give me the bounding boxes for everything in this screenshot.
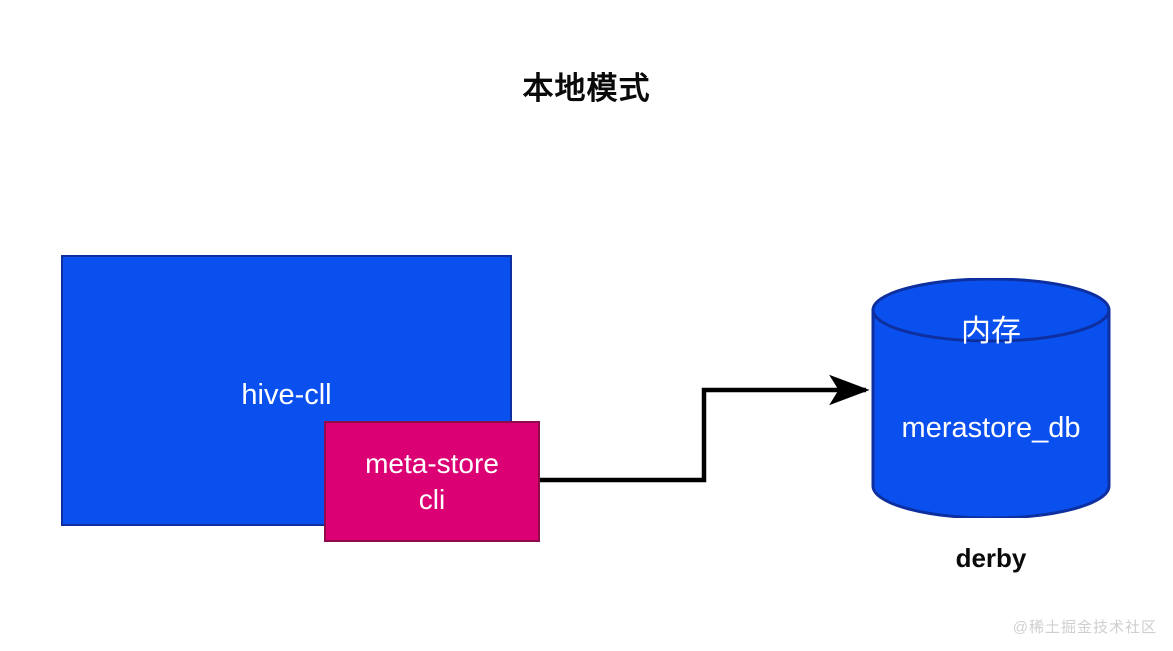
diagram-title: 本地模式 xyxy=(522,71,651,106)
cylinder-top xyxy=(871,278,1111,343)
hive-client-label: hive-cll xyxy=(241,379,332,411)
metastore-label-line1: meta-store xyxy=(365,447,499,479)
metastore-node[interactable]: meta-store cli xyxy=(324,421,540,542)
database-caption: derby xyxy=(955,543,1027,573)
metastore-label-line2: cli xyxy=(418,483,446,515)
cylinder-body xyxy=(871,308,1111,518)
watermark: @稀土掘金技术社区 xyxy=(1012,619,1157,636)
derby-database-node[interactable] xyxy=(871,278,1111,518)
metastore-to-derby-arrow xyxy=(540,374,870,483)
hive-client-node[interactable]: hive-cll xyxy=(61,255,512,526)
